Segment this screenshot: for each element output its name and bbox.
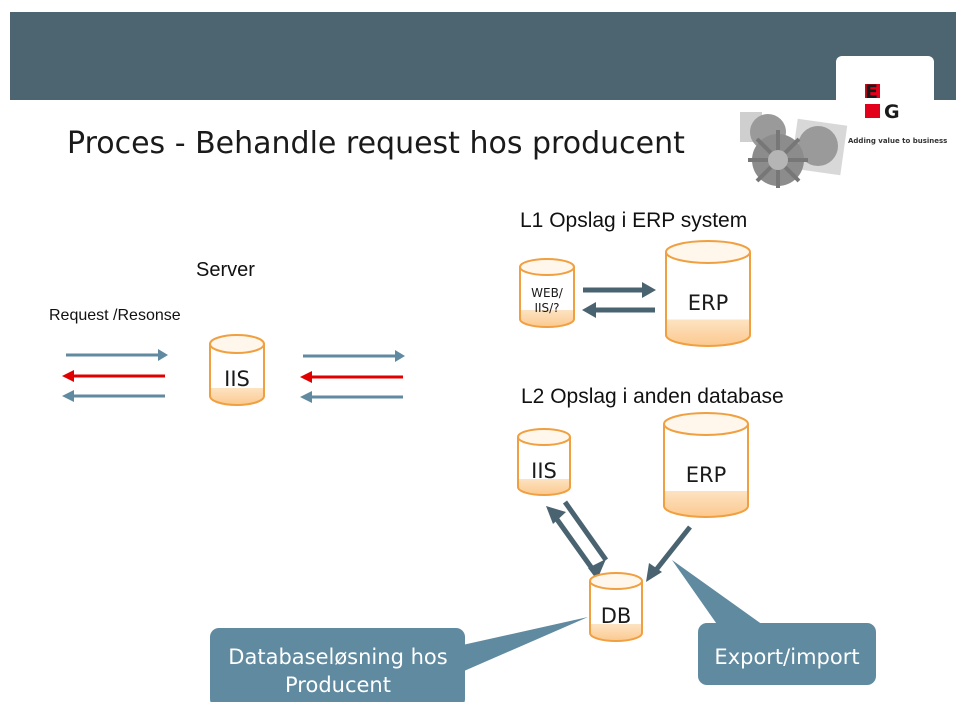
header-bar	[10, 12, 956, 100]
database-callout-line1: Databaseløsning hos	[228, 645, 447, 669]
iis-server-cylinder: IIS	[209, 334, 265, 406]
logo-red-square-bottom	[865, 104, 880, 118]
eg-logo: E G	[836, 56, 934, 154]
erp-l2-cylinder: ERP	[663, 412, 749, 518]
web-iis-label-2: IIS/?	[534, 301, 559, 315]
gears-icon	[740, 112, 848, 188]
export-import-callout: Export/import	[672, 560, 876, 685]
web-iis-cylinder: WEB/ IIS/?	[519, 258, 575, 328]
logo-letter-e: E	[865, 81, 878, 103]
l2-arrows	[546, 500, 692, 582]
l1-label: L1 Opslag i ERP system	[520, 209, 748, 232]
iis-l2-cylinder: IIS	[517, 428, 571, 496]
l2-label: L2 Opslag i anden database	[521, 385, 784, 408]
logo-red-square-top	[865, 84, 880, 98]
slide-title: Proces - Behandle request hos producent	[67, 126, 685, 161]
left-arrows	[62, 349, 168, 402]
right-arrows	[300, 350, 405, 403]
export-import-label: Export/import	[714, 645, 859, 669]
logo-letter-g: G	[884, 101, 900, 123]
logo-tagline: Adding value to business	[848, 137, 948, 145]
erp-l2-label: ERP	[686, 463, 727, 487]
erp-l1-label: ERP	[688, 291, 729, 315]
iis-server-label: IIS	[224, 367, 250, 391]
database-callout-line2: Producent	[285, 673, 391, 697]
erp-l1-cylinder: ERP	[665, 240, 751, 347]
iis-l2-label: IIS	[531, 459, 557, 483]
request-response-label: Request /Resonse	[49, 307, 181, 324]
l1-arrows	[582, 282, 656, 318]
db-cylinder: DB	[589, 572, 643, 642]
database-callout: Databaseløsning hos Producent	[210, 617, 588, 702]
db-label: DB	[601, 604, 632, 628]
web-iis-label-1: WEB/	[531, 286, 564, 300]
server-label: Server	[196, 259, 255, 281]
